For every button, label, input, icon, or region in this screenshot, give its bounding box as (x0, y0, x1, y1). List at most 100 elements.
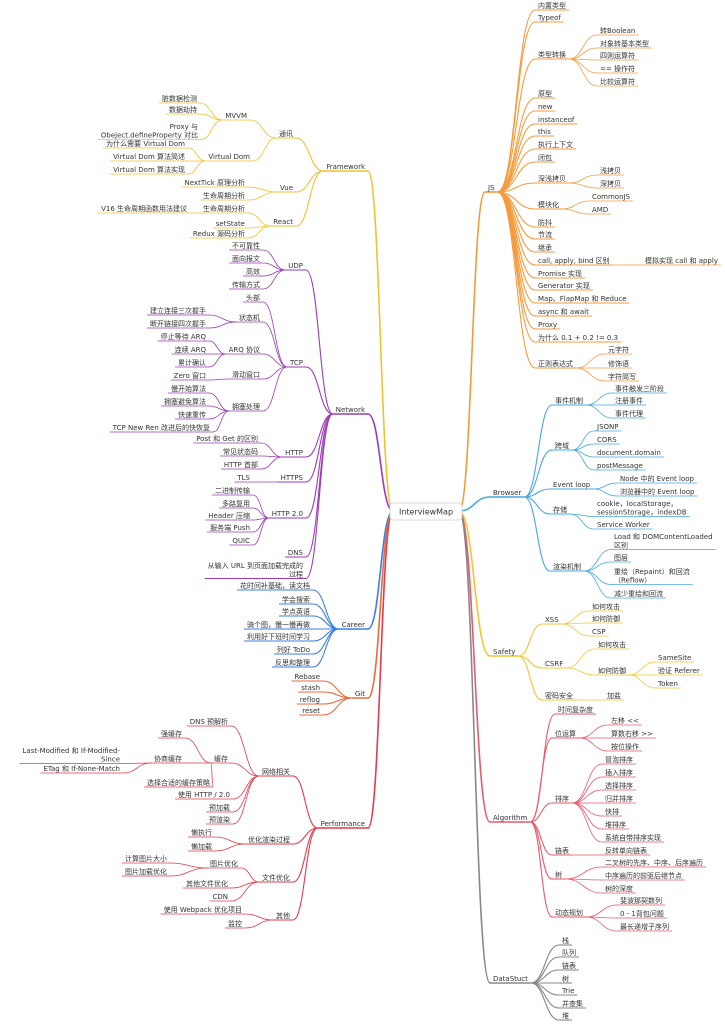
topic-强缓存[interactable]: 强缓存 (161, 729, 182, 738)
topic-为什么-0-1-0-2-0-3[interactable]: 为什么 0.1 + 0.2 != 0.3 (538, 333, 618, 342)
topic-js[interactable]: JS (487, 184, 495, 192)
topic-header-压缩[interactable]: Header 压缩 (208, 511, 250, 520)
topic-类型转换[interactable]: 类型转换 (538, 50, 566, 59)
topic-协商缓存[interactable]: 协商缓存 (154, 754, 182, 763)
topic-zero-窗口[interactable]: Zero 窗口 (174, 371, 206, 380)
topic-预加载[interactable]: 预加载 (209, 803, 230, 812)
topic-链表[interactable]: 链表 (555, 846, 569, 855)
topic-生命周期分析[interactable]: 生命周期分析 (203, 204, 245, 213)
topic-网络相关[interactable]: 网络相关 (262, 767, 290, 776)
topic-转boolean[interactable]: 转Boolean (600, 26, 635, 35)
topic-service-worker[interactable]: Service Worker (597, 521, 650, 529)
topic-元字符[interactable]: 元字符 (608, 345, 629, 354)
topic-节流[interactable]: 节流 (538, 230, 552, 239)
topic-树[interactable]: 树 (555, 870, 562, 879)
topic-postmessage[interactable]: postMessage (597, 462, 643, 470)
topic-如何攻击[interactable]: 如何攻击 (598, 640, 626, 649)
topic-停止等待-arq[interactable]: 停止等待 ARQ (161, 332, 207, 341)
topic-模块化[interactable]: 模块化 (538, 200, 559, 209)
topic-framework[interactable]: Framework (326, 163, 366, 171)
topic-token[interactable]: Token (657, 680, 678, 688)
topic-栈[interactable]: 栈 (562, 936, 569, 945)
topic-连续-arq[interactable]: 连续 ARQ (175, 345, 207, 354)
topic-virtual-dom-算法简述[interactable]: Virtual Dom 算法简述 (113, 152, 185, 161)
topic-断开链接四次握手[interactable]: 断开链接四次握手 (150, 319, 206, 328)
topic-比较运算符[interactable]: 比较运算符 (600, 77, 635, 86)
topic-career[interactable]: Career (342, 621, 366, 629)
topic-计算图片大小[interactable]: 计算图片大小 (125, 854, 167, 863)
topic-map-flapmap-和-reduce[interactable]: Map、FlapMap 和 Reduce (538, 294, 627, 303)
topic-其他文件优化[interactable]: 其他文件优化 (186, 879, 228, 888)
topic-post-和-get-的区别[interactable]: Post 和 Get 的区别 (196, 434, 258, 443)
topic-选择合适的缓存策略[interactable]: 选择合适的缓存策略 (147, 778, 210, 787)
topic-event-loop[interactable]: Event loop (553, 481, 591, 489)
topic-堆排序[interactable]: 堆排序 (605, 820, 626, 829)
topic-反转单向链表[interactable]: 反转单向链表 (605, 846, 647, 855)
topic-dns[interactable]: DNS (288, 549, 304, 557)
topic-深拷贝[interactable]: 深拷贝 (600, 179, 621, 188)
topic-performance[interactable]: Performance (321, 820, 365, 828)
topic-react[interactable]: React (273, 218, 293, 226)
topic-存储[interactable]: 存储 (553, 505, 567, 514)
topic-typeof[interactable]: Typeof (537, 14, 561, 22)
topic-动态规划[interactable]: 动态规划 (555, 908, 583, 917)
topic-mvvm[interactable]: MVVM (225, 112, 247, 120)
topic-左移[interactable]: 左移 << (611, 716, 639, 725)
topic-v16-生命周期函数用法建议[interactable]: V16 生命周期函数用法建议 (101, 204, 187, 213)
topic-拥塞处理[interactable]: 拥塞处理 (232, 402, 260, 411)
topic-继承[interactable]: 继承 (538, 243, 552, 252)
topic-不可靠性[interactable]: 不可靠性 (232, 241, 260, 250)
topic-事件机制[interactable]: 事件机制 (555, 396, 583, 405)
topic-tcp-new-ren-改进后的快恢复[interactable]: TCP New Ren 改进后的快恢复 (112, 423, 210, 432)
topic-选择排序[interactable]: 选择排序 (605, 781, 633, 790)
topic-四则运算符[interactable]: 四则运算符 (600, 51, 635, 60)
root-node[interactable]: InterviewMap (389, 502, 463, 521)
topic-使用-webpack-优化项目[interactable]: 使用 Webpack 优化项目 (164, 905, 242, 914)
topic-头部[interactable]: 头部 (246, 293, 260, 302)
topic-快排[interactable]: 快排 (605, 807, 619, 816)
topic-generator-实现[interactable]: Generator 实现 (538, 281, 590, 290)
topic-二进制传输[interactable]: 二进制传输 (215, 486, 250, 495)
topic-密码安全[interactable]: 密码安全 (545, 691, 573, 700)
topic-network[interactable]: Network (336, 406, 366, 414)
topic-跨域[interactable]: 跨域 (555, 441, 569, 450)
topic-new[interactable]: new (538, 103, 553, 111)
topic-列好-todo[interactable]: 列好 ToDo (277, 645, 310, 654)
topic-执行上下文[interactable]: 执行上下文 (538, 140, 573, 149)
topic-图片加载优化[interactable]: 图片加载优化 (125, 867, 167, 876)
topic-生命周期分析[interactable]: 生命周期分析 (203, 191, 245, 200)
topic-algorithm[interactable]: Algorithm (493, 814, 527, 822)
topic-链表[interactable]: 链表 (562, 961, 576, 970)
topic-udp[interactable]: UDP (288, 262, 303, 270)
topic-深浅拷贝[interactable]: 深浅拷贝 (538, 174, 566, 183)
topic-node-中的-event-loop[interactable]: Node 中的 Event loop (620, 474, 695, 483)
topic-图片优化[interactable]: 图片优化 (210, 859, 238, 868)
topic-系统自带排序实现[interactable]: 系统自带排序实现 (605, 833, 661, 842)
topic-xss[interactable]: XSS (545, 616, 559, 624)
topic-渲染机制[interactable]: 渲染机制 (553, 562, 581, 571)
topic-事件触发三阶段[interactable]: 事件触发三阶段 (615, 384, 664, 393)
topic-http[interactable]: HTTP (285, 449, 303, 457)
topic-加盐[interactable]: 加盐 (607, 691, 621, 700)
topic-0-1背包问题[interactable]: 0 - 1背包问题 (620, 909, 664, 918)
topic-二叉树的先序-中序-后序遍历[interactable]: 二叉树的先序、中序、后序遍历 (605, 858, 703, 867)
topic-dns-预解析[interactable]: DNS 预解析 (190, 717, 228, 726)
topic-正则表达式[interactable]: 正则表达式 (538, 359, 573, 368)
topic-预渲染[interactable]: 预渲染 (209, 815, 230, 824)
topic-通讯[interactable]: 通讯 (279, 129, 293, 138)
topic-使用-http-2-0[interactable]: 使用 HTTP / 2.0 (178, 790, 230, 799)
topic-datastuct[interactable]: DataStuct (493, 975, 528, 983)
topic-学会搜索[interactable]: 学会搜索 (282, 595, 310, 604)
topic-最长递增子序列[interactable]: 最长递增子序列 (620, 922, 669, 931)
topic-减少重绘和回流[interactable]: 减少重绘和回流 (614, 589, 663, 598)
topic-高效[interactable]: 高效 (246, 267, 260, 276)
topic-验证-referer[interactable]: 验证 Referer (658, 666, 700, 675)
topic-反思和整理[interactable]: 反思和整理 (275, 658, 310, 667)
topic-多路复用[interactable]: 多路复用 (222, 499, 250, 508)
topic-模拟实现-call-和-apply[interactable]: 模拟实现 call 和 apply (645, 256, 718, 265)
topic-virtual-dom[interactable]: Virtual Dom (208, 153, 250, 161)
topic-stash[interactable]: stash (301, 684, 320, 692)
topic-tcp[interactable]: TCP (289, 359, 303, 367)
topic-图层[interactable]: 图层 (614, 554, 628, 562)
